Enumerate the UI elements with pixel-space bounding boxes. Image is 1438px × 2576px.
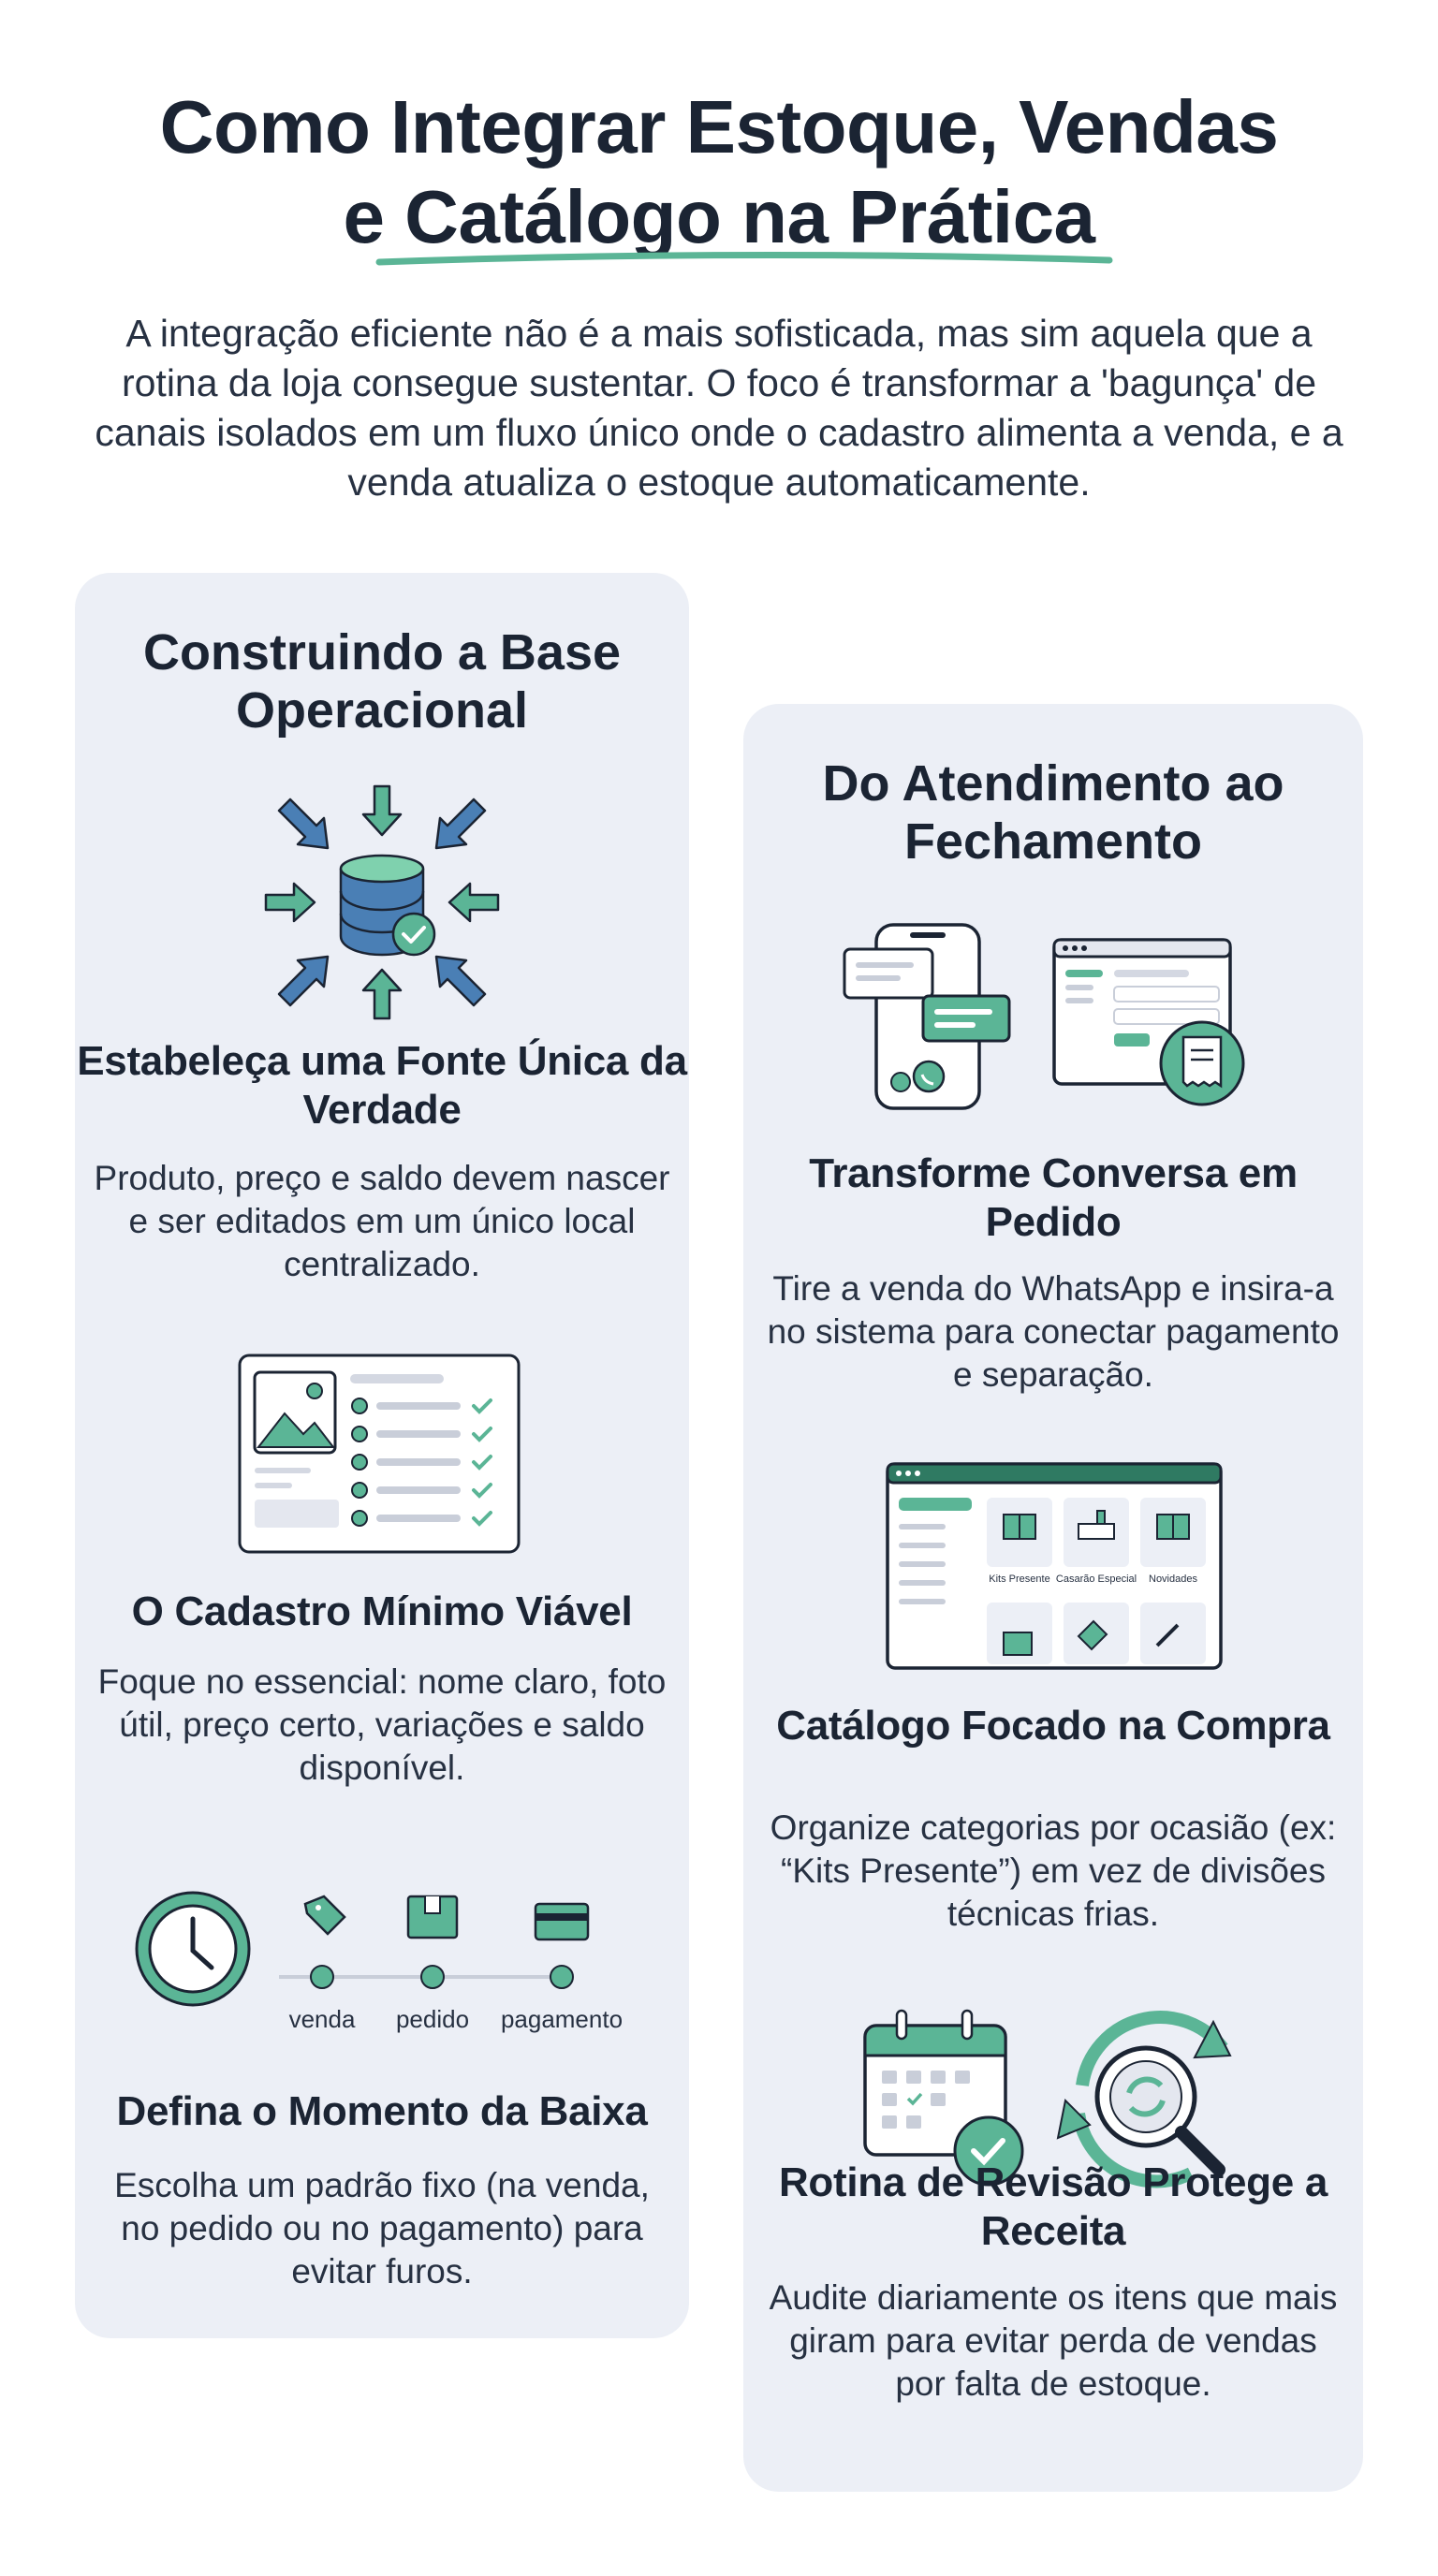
title-line-2: e Catálogo na Prática [343,175,1095,258]
chat-to-order-icon [843,923,1245,1110]
item-fonte-unica-text: Produto, preço e saldo devem nascer e se… [94,1159,670,1283]
title-underline [375,251,1113,266]
calendar-review-icon [863,2009,1232,2188]
page-title: Como Integrar Estoque, Vendas e Catálogo… [0,82,1438,262]
item-baixa-text: Escolha um padrão fixo (na venda, no ped… [114,2166,650,2291]
catalog-label-kits: Kits Presente [989,1573,1049,1585]
item-baixa-title: Defina o Momento da Baixa [116,2088,648,2134]
item-conversa-title: Transforme Conversa em Pedido [809,1150,1298,1245]
clock-timeline-icon: venda pedido pagamento [135,1891,623,2033]
item-revisao-title: Rotina de Revisão Protege a Receita [778,2159,1328,2254]
item-fonte-unica-title: Estabeleça uma Fonte Única da Verdade [77,1038,687,1133]
item-cadastro-title: O Cadastro Mínimo Viável [131,1588,633,1634]
item-catalogo-title: Catálogo Focado na Compra [776,1703,1330,1749]
timeline-label-venda: venda [289,2005,356,2033]
title-line-1: Como Integrar Estoque, Vendas [159,85,1279,168]
timeline-label-pedido: pedido [396,2005,469,2033]
catalog-window-icon: Kits Presente Casarão Especial Novidades [886,1462,1223,1670]
left-heading: Construindo a Base Operacional [142,624,622,739]
card-base-operacional: Construindo a Base Operacional Estabe [75,573,689,2338]
item-revisao-text: Audite diariamente os itens que mais gir… [769,2278,1338,2403]
item-conversa-text: Tire a venda do WhatsApp e insira-a no s… [767,1269,1340,1394]
card-atendimento-fechamento: Do Atendimento ao Fechamento Transforme … [743,704,1363,2492]
right-heading: Do Atendimento ao Fechamento [822,755,1284,870]
item-cadastro-text: Foque no essencial: nome claro, foto úti… [97,1662,667,1787]
catalog-label-novidades: Novidades [1149,1573,1197,1585]
timeline-label-pagamento: pagamento [501,2005,623,2033]
intro-text: A integração eficiente não é a mais sofi… [95,312,1343,504]
database-arrows-icon [264,784,500,1020]
catalog-label-casarao: Casarão Especial [1056,1573,1137,1585]
item-catalogo-text: Organize categorias por ocasião (ex: “Ki… [770,1808,1337,1933]
product-checklist-icon [238,1354,521,1554]
